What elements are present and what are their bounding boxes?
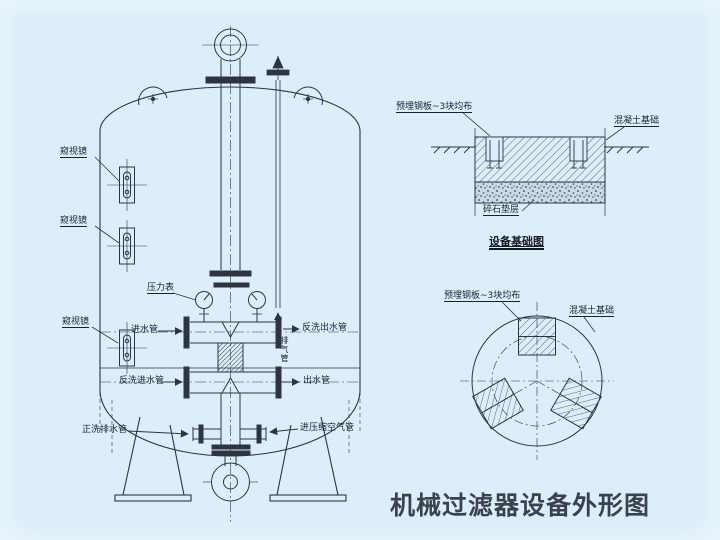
drawing-title: 机械过滤器设备外形图: [390, 491, 651, 520]
section-caption: 设备基础图: [489, 235, 544, 250]
label-pressure-gauge: 压力表: [147, 283, 175, 294]
label-compressed-air-inlet-pipe: 进压缩空气管: [300, 423, 355, 433]
label-sight-glass-1: 窥视镜: [60, 147, 88, 158]
top-lifting-ring: [202, 28, 259, 270]
foundation-plan-view: [460, 301, 614, 460]
flow-arrows: [127, 325, 300, 438]
upper-pipe-run: [183, 316, 282, 349]
lifting-lugs: [138, 86, 323, 106]
label-sight-glass-2: 窥视镜: [60, 216, 88, 227]
label-backwash-inlet-pipe: 反洗进水管: [119, 376, 165, 386]
label-section-embedded-plate: 预埋钢板~3块均布: [396, 102, 473, 113]
label-plan-embedded-plate: 预埋钢板~3块均布: [444, 291, 521, 302]
label-outlet-pipe: 出水管: [303, 376, 331, 386]
hatched-filter-section: [217, 342, 244, 373]
label-backwash-outlet-pipe: 反洗出水管: [302, 323, 348, 333]
label-forward-wash-drain-pipe: 正洗排水管: [82, 425, 128, 435]
label-plan-concrete: 混凝土基础: [569, 306, 615, 317]
leader-lines: [91, 156, 197, 344]
sight-glasses: [107, 159, 147, 374]
foundation-section-view: [431, 111, 649, 216]
vent-pipe: [266, 56, 290, 334]
label-inlet-pipe: 进水管: [131, 325, 159, 335]
label-section-concrete: 混凝土基础: [614, 116, 660, 127]
label-sight-glass-3: 窥视镜: [62, 317, 90, 328]
lower-pipe-run: [183, 366, 282, 445]
drain-u-bend: [203, 444, 258, 502]
label-vent-pipe: 排气管: [280, 336, 289, 363]
label-section-gravel: 碎石垫层: [483, 205, 520, 216]
support-legs: [114, 416, 347, 502]
bottom-pipe: [192, 424, 267, 444]
